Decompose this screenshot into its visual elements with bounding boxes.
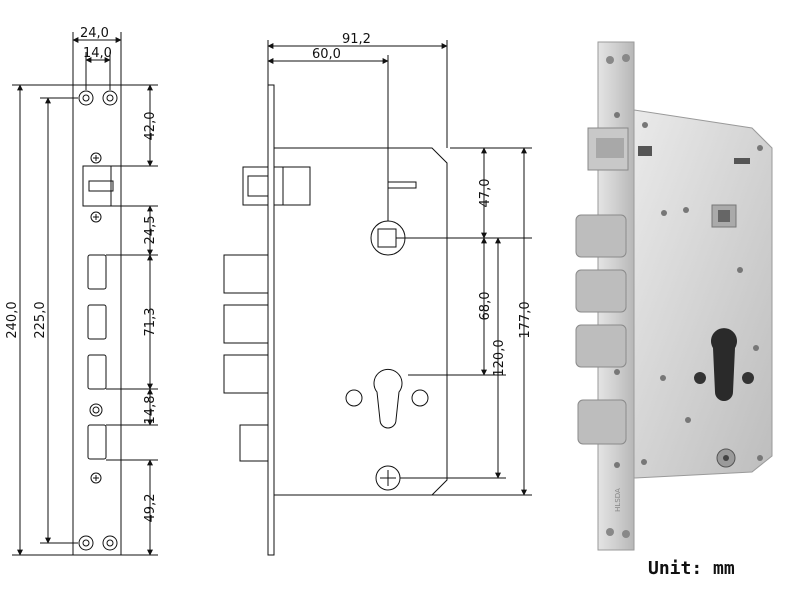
faceplate-outline — [72, 84, 122, 556]
mounting-hole — [78, 535, 94, 551]
photo-cylinder-cutout — [711, 328, 737, 401]
unit-label: Unit: mm — [648, 558, 735, 579]
mounting-hole — [102, 90, 118, 106]
dim-spindle-to-cylinder: 68,0 — [478, 292, 493, 321]
dim-bottom-gap: 49,2 — [143, 494, 158, 523]
photo-deadbolt — [575, 214, 627, 258]
dim-top-to-latch: 42,0 — [143, 112, 158, 141]
dim-backset: 60,0 — [312, 47, 341, 62]
mounting-hole — [102, 535, 118, 551]
side-view — [223, 40, 532, 556]
photo-engraving: HLSDA — [614, 488, 622, 512]
photo-deadbolt — [575, 324, 627, 368]
bolt-opening — [87, 254, 107, 290]
latch-opening — [82, 165, 112, 207]
screw-icon — [90, 152, 102, 164]
bolt-opening — [87, 354, 107, 390]
dim-spindle-to-bottom-screw: 120,0 — [492, 339, 507, 376]
deadbolt — [223, 304, 269, 344]
dim-top-to-spindle: 47,0 — [478, 179, 493, 208]
dim-case-height: 177,0 — [518, 301, 533, 338]
bolt-opening — [87, 424, 107, 460]
deadbolt — [223, 254, 269, 294]
lock-photo: HLSDA — [575, 41, 773, 551]
photo-deadbolt — [577, 399, 627, 445]
dim-latch-to-bolt: 24,5 — [143, 216, 158, 245]
screw-icon — [90, 211, 102, 223]
latch-bolt — [242, 166, 269, 206]
bolt-opening — [87, 304, 107, 340]
dim-bolt-span: 71,3 — [143, 308, 158, 337]
mounting-hole — [78, 90, 94, 106]
photo-lock-case — [633, 109, 773, 479]
dim-total-height: 240,0 — [5, 301, 20, 338]
front-view — [12, 32, 158, 556]
cylinder-cutout — [373, 368, 403, 429]
lock-case-outline — [274, 147, 448, 496]
side-faceplate — [267, 84, 275, 556]
auxiliary-bolt — [239, 424, 269, 462]
dim-plate-width: 24,0 — [80, 26, 109, 41]
dim-overall-depth: 91,2 — [342, 32, 371, 47]
deadbolt — [223, 354, 269, 394]
photo-deadbolt — [575, 269, 627, 313]
dim-hole-spacing: 14,0 — [83, 46, 112, 61]
dim-hole-to-hole: 225,0 — [33, 301, 48, 338]
mounting-hole — [89, 403, 103, 417]
dim-bolt-gap: 14,8 — [143, 396, 158, 425]
screw-icon — [90, 472, 102, 484]
